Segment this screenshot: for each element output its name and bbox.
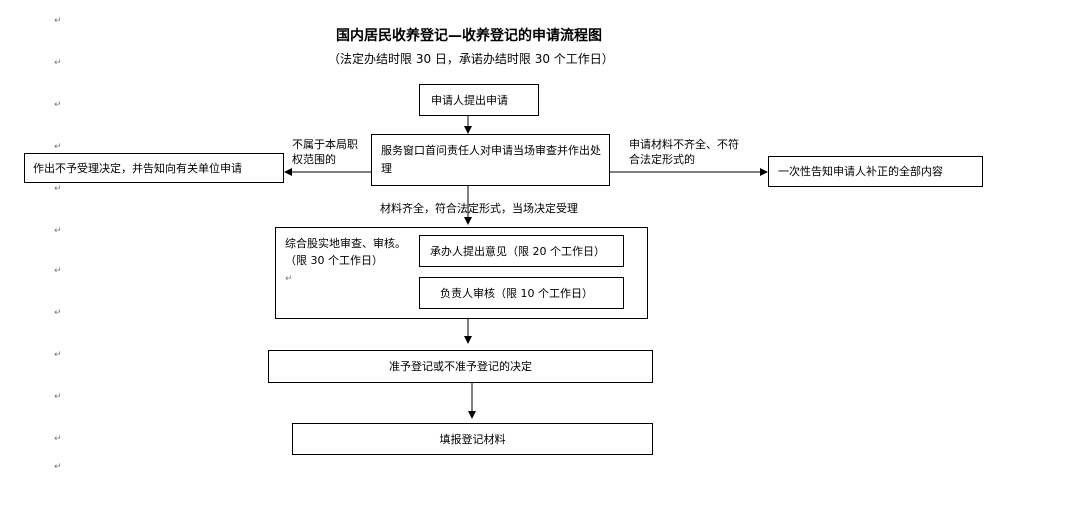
node-decision-label: 准予登记或不准予登记的决定 bbox=[389, 360, 532, 373]
paragraph-mark: ↵ bbox=[54, 266, 62, 276]
node-supervisor-review-label: 负责人审核（限 10 个工作日） bbox=[440, 287, 593, 300]
paragraph-mark: ↵ bbox=[54, 350, 62, 360]
paragraph-mark: ↵ bbox=[54, 226, 62, 236]
paragraph-mark: ↵ bbox=[54, 58, 62, 68]
page-subtitle: （法定办结时限 30 日，承诺办结时限 30 个工作日） bbox=[328, 52, 614, 66]
edge-label-complete: 材料齐全，符合法定形式，当场决定受理 bbox=[380, 202, 578, 215]
paragraph-mark: ↵ bbox=[54, 184, 62, 194]
paragraph-mark: ↵ bbox=[54, 392, 62, 402]
page-title: 国内居民收养登记—收养登记的申请流程图 bbox=[336, 28, 602, 44]
node-comprehensive-review-label: 综合股实地审查、审核。（限 30 个工作日） bbox=[285, 237, 406, 267]
node-apply: 申请人提出申请 bbox=[419, 84, 539, 116]
node-reject-decision-label: 作出不予受理决定，并告知向有关单位申请 bbox=[33, 162, 242, 175]
node-apply-label: 申请人提出申请 bbox=[431, 94, 508, 107]
node-window-review-label: 服务窗口首问责任人对申请当场审查并作出处理 bbox=[381, 144, 601, 175]
paragraph-mark: ↵ bbox=[54, 142, 62, 152]
edge-label-not-in-scope: 不属于本局职权范围的 bbox=[292, 138, 358, 166]
node-handler-opinion: 承办人提出意见（限 20 个工作日） bbox=[419, 235, 624, 267]
paragraph-mark: ↵ bbox=[54, 434, 62, 444]
paragraph-mark: ↵ bbox=[54, 308, 62, 318]
node-supervisor-review: 负责人审核（限 10 个工作日） bbox=[419, 277, 624, 309]
node-reject-decision: 作出不予受理决定，并告知向有关单位申请 bbox=[24, 153, 284, 183]
node-handler-opinion-label: 承办人提出意见（限 20 个工作日） bbox=[430, 245, 605, 258]
node-fill-materials: 填报登记材料 bbox=[292, 423, 653, 455]
node-notify-supplement-label: 一次性告知申请人补正的全部内容 bbox=[778, 165, 943, 178]
node-window-review: 服务窗口首问责任人对申请当场审查并作出处理 bbox=[371, 134, 610, 186]
paragraph-mark: ↵ bbox=[54, 462, 62, 472]
node-fill-materials-label: 填报登记材料 bbox=[439, 433, 506, 446]
paragraph-mark: ↵ bbox=[54, 16, 62, 26]
node-decision: 准予登记或不准予登记的决定 bbox=[268, 350, 653, 383]
node-notify-supplement: 一次性告知申请人补正的全部内容 bbox=[768, 156, 983, 187]
paragraph-mark: ↵ bbox=[285, 274, 293, 284]
paragraph-mark: ↵ bbox=[54, 100, 62, 110]
edge-label-incomplete: 申请材料不齐全、不符合法定形式的 bbox=[629, 138, 739, 166]
